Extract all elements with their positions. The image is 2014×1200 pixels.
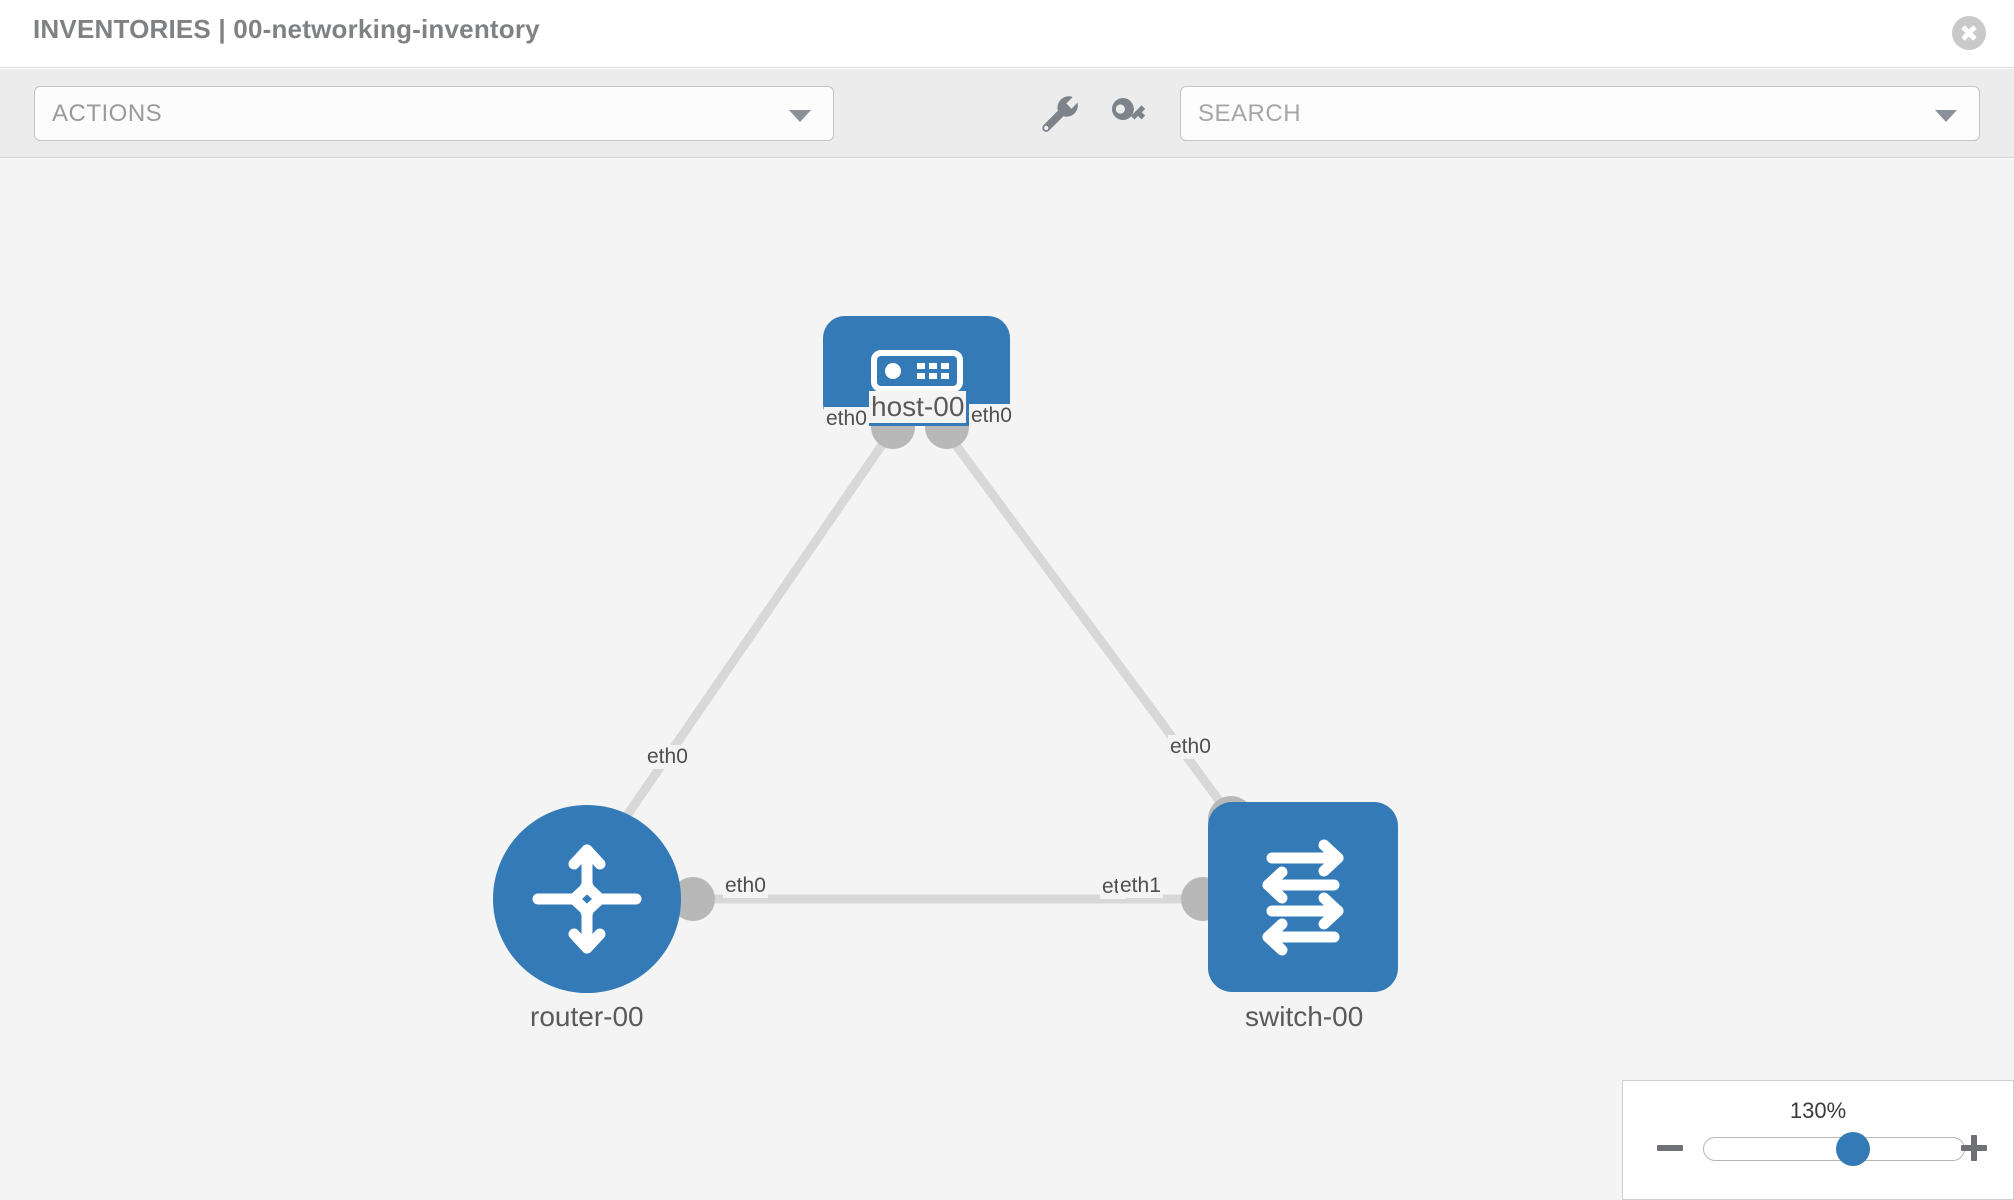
interface-label-host-right: eth0 [969,404,1014,428]
zoom-slider[interactable] [1703,1132,1965,1166]
topology-edges [593,405,1259,921]
close-icon[interactable] [1952,16,1986,50]
minus-icon[interactable] [1653,1131,1687,1165]
interface-label-switch-left: eth1 [1118,874,1163,898]
search-placeholder: SEARCH [1198,100,1302,127]
node-label-host-00: host-00 [869,391,967,423]
node-label-switch-00: switch-00 [1243,1001,1366,1033]
search-input[interactable]: SEARCH [1180,86,1980,141]
interface-label-host-left: eth0 [824,407,869,431]
chevron-down-icon [789,109,811,122]
topology-canvas[interactable]: host-00 eth0 eth0 router-00 eth0 eth0 [0,159,2014,1200]
plus-icon[interactable] [1957,1131,1991,1165]
actions-dropdown-label: ACTIONS [52,100,163,127]
interface-label-router-uplink: eth0 [645,745,690,769]
chevron-down-icon[interactable] [1935,109,1957,122]
key-icon[interactable] [1102,87,1154,139]
connector-router-right [671,877,715,921]
zoom-level-value: 130% [1789,1098,1847,1123]
edge-host-router [593,426,897,862]
node-router-00[interactable] [493,805,681,993]
edge-host-switch [940,426,1259,852]
wrench-icon[interactable] [1033,87,1085,139]
zoom-control-panel: 130% [1622,1080,2014,1200]
interface-label-switch-uplink: eth0 [1168,735,1213,759]
node-switch-00[interactable] [1208,802,1398,992]
actions-dropdown[interactable]: ACTIONS [34,86,834,141]
zoom-slider-thumb[interactable] [1836,1132,1870,1166]
interface-label-router-right: eth0 [723,874,768,898]
node-label-router-00: router-00 [528,1001,646,1033]
page-header: INVENTORIES | 00-networking-inventory [0,0,2014,68]
toolbar: ACTIONS SEARCH [0,69,2014,158]
page-title: INVENTORIES | 00-networking-inventory [33,14,540,44]
